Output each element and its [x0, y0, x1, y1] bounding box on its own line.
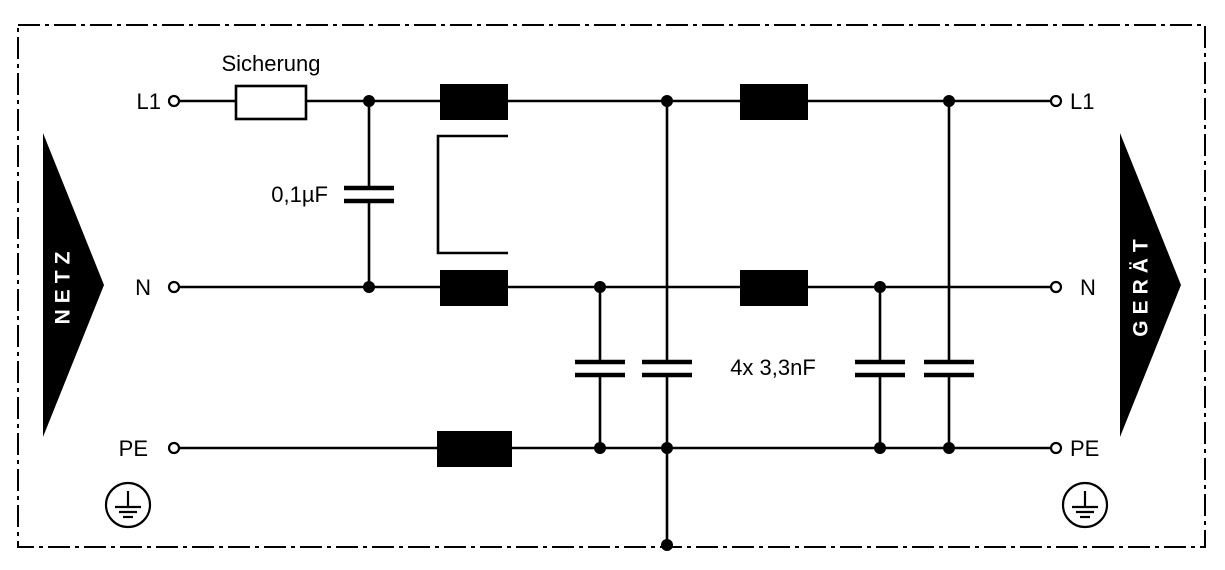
y-capacitors-label: 4x 3,3nF [730, 355, 816, 380]
choke-pe [437, 431, 512, 467]
right-n-label: N [1080, 275, 1096, 300]
right-l1-label: L1 [1070, 89, 1094, 114]
y-capacitor-1 [575, 287, 625, 448]
terminal-right-l1 [1049, 94, 1063, 108]
enclosure-frame [17, 24, 1206, 548]
right-pe-label: PE [1070, 436, 1099, 461]
left-pe-label: PE [119, 436, 148, 461]
junction-dot [943, 95, 955, 107]
terminal-left-pe [167, 441, 181, 455]
junction-dot [594, 281, 606, 293]
choke-l1-2 [740, 84, 808, 120]
left-arrow-label: NETZ [52, 246, 75, 325]
right-arrow-label: GERÄT [1130, 233, 1153, 337]
y-capacitor-4 [924, 101, 974, 448]
choke-l1-1 [440, 84, 508, 120]
protective-earth-icon [104, 481, 152, 529]
terminal-right-n [1049, 280, 1063, 294]
junction-dot [661, 442, 673, 454]
left-arrow: NETZ [43, 133, 104, 437]
choke-core [436, 134, 508, 255]
junction-dot [594, 442, 606, 454]
left-n-label: N [135, 275, 151, 300]
junction-dot [363, 95, 375, 107]
junction-dot [943, 442, 955, 454]
choke-n-2 [740, 270, 808, 306]
x-capacitor-label: 0,1µF [271, 182, 328, 207]
junction-dot [661, 95, 673, 107]
left-l1-label: L1 [137, 89, 161, 114]
fuse-symbol [234, 84, 308, 121]
junction-dot [874, 442, 886, 454]
y-capacitor-2 [642, 101, 692, 545]
right-arrow: GERÄT [1120, 133, 1181, 437]
y-capacitor-3 [855, 287, 905, 448]
terminal-right-pe [1049, 441, 1063, 455]
junction-dot [363, 281, 375, 293]
junction-dot [661, 539, 673, 551]
junction-dot [874, 281, 886, 293]
junction-dots [363, 95, 955, 551]
choke-n-1 [440, 270, 508, 306]
fuse-label: Sicherung [221, 51, 320, 76]
x-capacitor [344, 101, 394, 287]
protective-earth-icon [1061, 481, 1109, 529]
terminal-left-l1 [167, 94, 181, 108]
terminal-left-n [167, 280, 181, 294]
